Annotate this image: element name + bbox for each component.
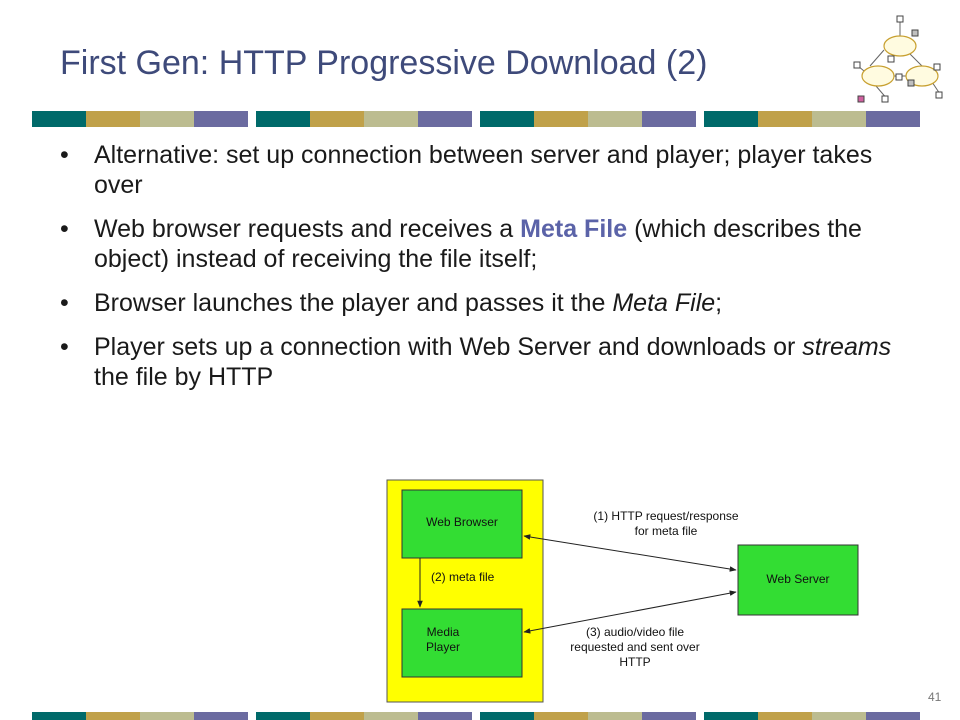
stripe-segment xyxy=(256,111,472,127)
label-step3-line3: HTTP xyxy=(619,655,650,669)
bullet-text: the file by HTTP xyxy=(94,363,274,391)
bullet-text: ; xyxy=(715,289,723,317)
bullet-item: Alternative: set up connection between s… xyxy=(56,140,916,200)
label-step1-line2: for meta file xyxy=(635,524,698,538)
slide-title: First Gen: HTTP Progressive Download (2) xyxy=(60,44,708,82)
bullet-text: (which describes the object) instead of … xyxy=(94,215,862,273)
page-number: 41 xyxy=(928,690,942,704)
bullet-item: Player sets up a connection with Web Ser… xyxy=(56,332,916,392)
bullet-text: Player sets up a connection with Web Ser… xyxy=(94,333,803,361)
label-step3-line1: (3) audio/video file xyxy=(586,625,684,639)
bullet-item: Browser launches the player and passes i… xyxy=(56,288,916,318)
bullet-list: Alternative: set up connection between s… xyxy=(56,140,916,406)
bottom-decorative-stripe xyxy=(32,712,920,720)
media-player-label-line2: Player xyxy=(426,640,460,654)
web-browser-node xyxy=(401,489,523,559)
web-server-node xyxy=(737,544,859,616)
bullet-text: Alternative: set up connection between s… xyxy=(94,141,873,199)
stripe-segment xyxy=(256,712,472,720)
stripe-segment xyxy=(704,712,920,720)
arrow-browser-server xyxy=(523,534,737,572)
label-step1-line1: (1) HTTP request/response xyxy=(593,509,738,523)
bullet-text: Browser launches the player and passes i… xyxy=(94,289,613,317)
stripe-segment xyxy=(32,111,248,127)
label-step3-line2: requested and sent over xyxy=(570,640,699,654)
media-player-label-line1: Media xyxy=(427,625,460,639)
web-server-label: Web Server xyxy=(766,572,829,586)
bullet-text: Meta File xyxy=(612,289,716,317)
top-decorative-stripe xyxy=(32,111,920,127)
arrow-player-server xyxy=(523,590,737,634)
progressive-download-diagram: Web Browser Media Player Web Server (1) … xyxy=(386,479,859,703)
label-step2: (2) meta file xyxy=(431,570,495,584)
web-browser-label: Web Browser xyxy=(426,515,498,529)
stripe-segment xyxy=(704,111,920,127)
network-logo-icon xyxy=(853,15,943,103)
stripe-segment xyxy=(32,712,248,720)
bullet-text: Meta File xyxy=(520,215,628,243)
bullet-text: streams xyxy=(802,333,892,361)
stripe-segment xyxy=(480,712,696,720)
bullet-item: Web browser requests and receives a Meta… xyxy=(56,214,916,274)
media-player-node xyxy=(401,608,523,678)
stripe-segment xyxy=(480,111,696,127)
bullet-text: Web browser requests and receives a xyxy=(94,215,521,243)
